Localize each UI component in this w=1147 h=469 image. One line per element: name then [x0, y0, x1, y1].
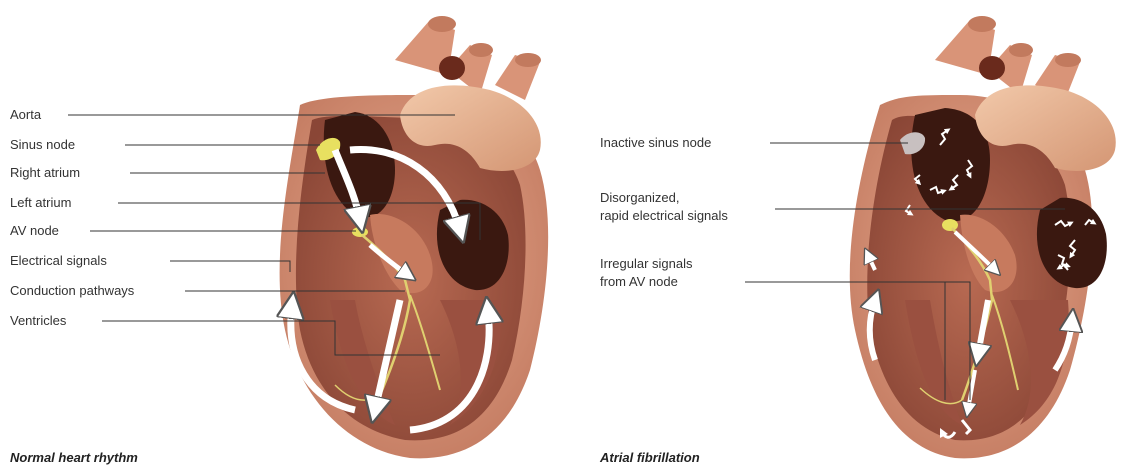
label-av-node: AV node — [10, 223, 59, 238]
label-electrical-signals: Electrical signals — [10, 253, 107, 268]
caption-atrial-fibrillation: Atrial fibrillation — [600, 450, 700, 465]
label-left-atrium: Left atrium — [10, 195, 71, 210]
label-ventricles: Ventricles — [10, 313, 66, 328]
caption-normal-heart-rhythm: Normal heart rhythm — [10, 450, 138, 465]
label-disorganized-line1: Disorganized, — [600, 190, 680, 205]
label-irregular-line1: Irregular signals — [600, 256, 693, 271]
label-conduction-pathways: Conduction pathways — [10, 283, 134, 298]
label-aorta: Aorta — [10, 107, 41, 122]
afib-av-node — [942, 219, 958, 231]
label-right-atrium: Right atrium — [10, 165, 80, 180]
av-node — [352, 227, 368, 237]
normal-heart — [68, 16, 548, 458]
label-sinus-node: Sinus node — [10, 137, 75, 152]
label-disorganized-line2: rapid electrical signals — [600, 208, 728, 223]
label-inactive-sinus-node: Inactive sinus node — [600, 135, 711, 150]
label-irregular-line2: from AV node — [600, 274, 678, 289]
afib-heart — [745, 16, 1116, 458]
